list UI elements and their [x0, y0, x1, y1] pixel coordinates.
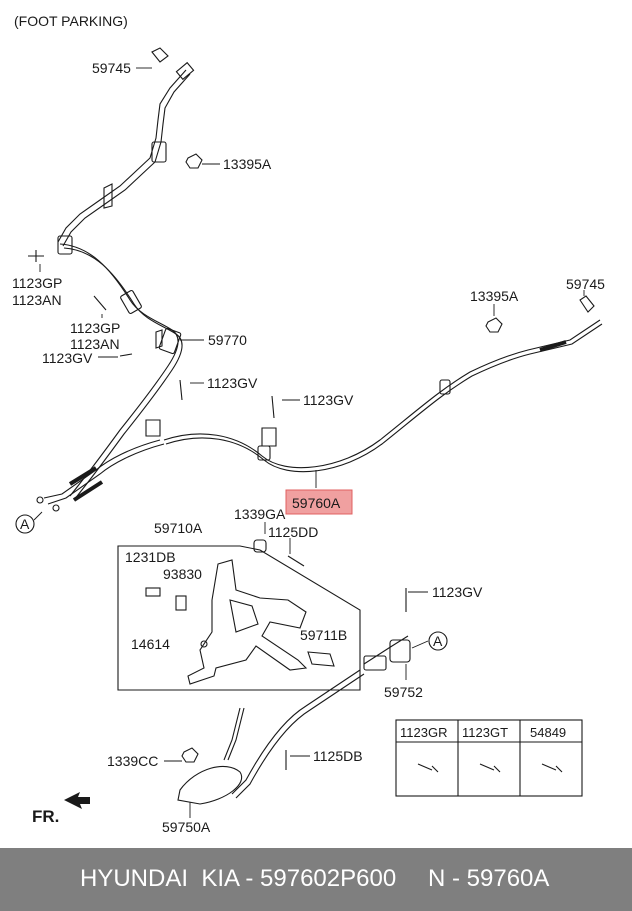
brackets — [103, 47, 595, 447]
fastener-table — [395, 719, 583, 797]
callout-1125dd: 1125DD — [268, 524, 318, 540]
footer-reference: N - 59760A — [428, 865, 550, 892]
callout-1231db: 1231DB — [125, 549, 176, 565]
callout-14614: 14614 — [131, 636, 170, 652]
callout-59745-left: 59745 — [92, 60, 131, 76]
leader-lines — [39, 67, 585, 818]
callout-1123gv-b: 1123GV — [207, 375, 258, 391]
marker-a-left-label: A — [20, 516, 30, 532]
callout-1123an-a: 1123AN — [12, 292, 62, 308]
table-header-1123gr: 1123GR — [400, 725, 447, 740]
callout-1123gv-c: 1123GV — [303, 392, 354, 408]
front-label: FR. — [32, 807, 59, 826]
callout-59752: 59752 — [384, 684, 423, 700]
lower-right-cable — [223, 588, 411, 799]
callout-59710a: 59710A — [154, 520, 203, 536]
marker-a-left — [15, 514, 35, 534]
parts-diagram: (FOOT PARKING) 59745 13395A 1123GP 1123A… — [12, 13, 605, 835]
callout-1339ga: 1339GA — [234, 506, 286, 522]
marker-a-right-label: A — [433, 633, 443, 649]
callout-1123gp-b: 1123GP — [70, 320, 120, 336]
equalizer-59750a — [177, 747, 287, 805]
callout-1125db: 1125DB — [313, 748, 363, 764]
footer-part-number: HYUNDAI KIA - 597602P600 — [80, 865, 397, 892]
table-header-54849: 54849 — [530, 725, 566, 740]
footer-bar: HYUNDAI KIA - 597602P600 N - 59760A — [0, 848, 632, 911]
pedal-assembly — [145, 539, 335, 685]
callout-13395a-right: 13395A — [470, 288, 519, 304]
callout-59750a: 59750A — [162, 819, 211, 835]
callout-1123an-b: 1123AN — [70, 336, 120, 352]
callout-59760a: 59760A — [292, 495, 341, 511]
main-cable-59760a — [163, 319, 603, 473]
diagram-title: (FOOT PARKING) — [14, 13, 128, 29]
marker-a-right — [428, 631, 448, 651]
left-cable — [57, 61, 195, 501]
callout-59770: 59770 — [208, 332, 247, 348]
callout-1123gv-a: 1123GV — [42, 350, 93, 366]
pedal-assembly-box — [117, 545, 361, 691]
bolts-upper — [28, 250, 275, 419]
front-arrow-icon — [64, 792, 90, 809]
callout-93830: 93830 — [163, 566, 202, 582]
callout-1123gp-a: 1123GP — [12, 275, 62, 291]
table-header-1123gt: 1123GT — [462, 725, 508, 740]
nut-13395a-left — [185, 153, 203, 169]
callout-59711b: 59711B — [300, 627, 347, 643]
callout-59745-right: 59745 — [566, 276, 605, 292]
callout-1339cc: 1339CC — [107, 753, 158, 769]
nut-13395a-right — [485, 317, 503, 333]
callout-1123gv-d: 1123GV — [432, 584, 483, 600]
left-cable-ends — [36, 439, 165, 512]
callout-13395a-left: 13395A — [223, 156, 272, 172]
highlight-59760a — [285, 489, 353, 515]
